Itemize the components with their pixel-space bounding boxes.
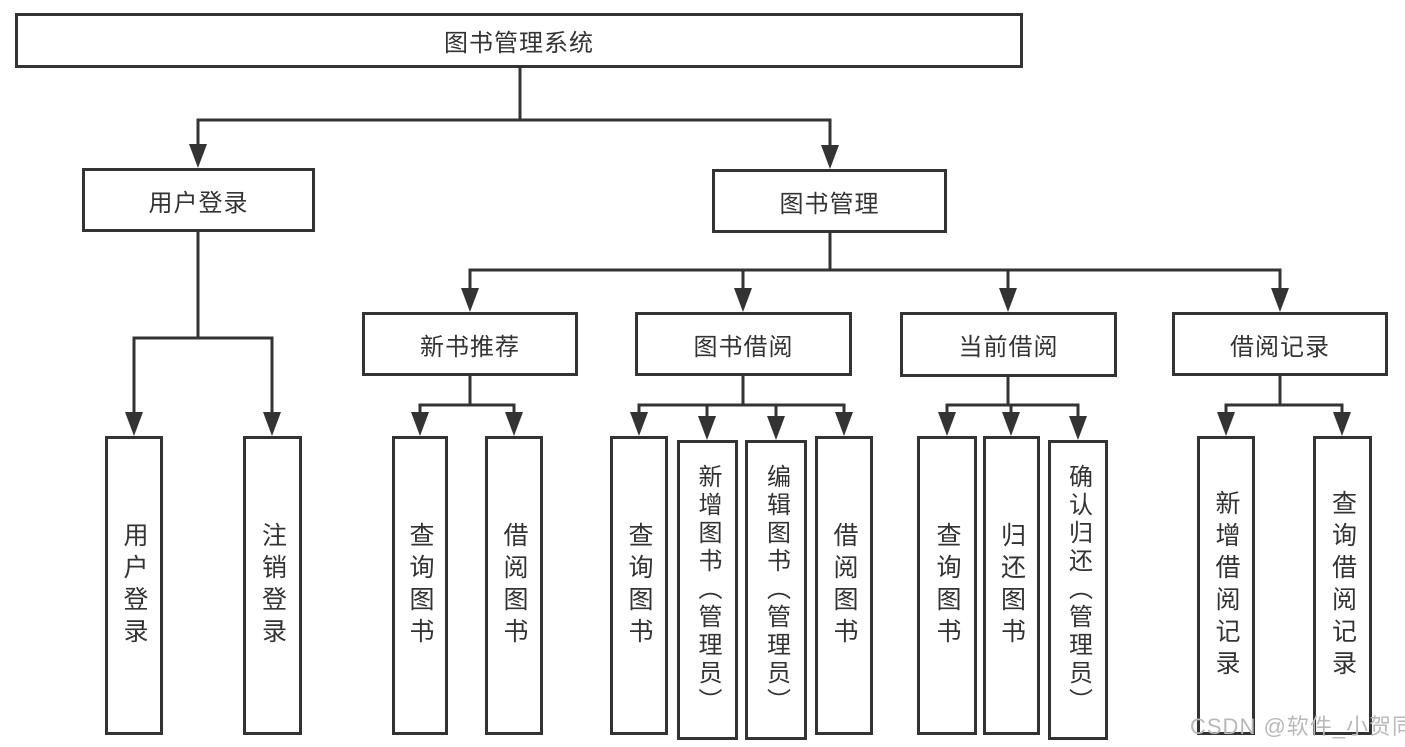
arrowhead: [189, 144, 207, 168]
node-book-management: 图书管理: [712, 169, 947, 233]
node-current-borrowing: 当前借阅: [900, 312, 1117, 377]
arrowhead: [821, 145, 839, 169]
csdn-watermark: CSDN @软件_小贺同学: [1190, 714, 1405, 739]
arrowhead: [1333, 412, 1351, 436]
arrowhead: [1217, 412, 1235, 436]
arrowhead: [767, 416, 785, 440]
arrowhead: [1271, 288, 1289, 312]
node-label: 编辑图书（管理员）: [762, 464, 790, 716]
node-label: 当前借阅: [958, 334, 1059, 361]
arrowhead: [630, 412, 648, 436]
node-label: 图书借阅: [693, 333, 794, 361]
leaf-query-borrow-record: 查询借阅记录: [1313, 436, 1372, 735]
node-label: 查询图书: [933, 521, 961, 650]
arrowhead: [698, 416, 716, 440]
leaf-query-books-2: 查询图书: [610, 436, 668, 735]
node-label: 借阅图书: [500, 521, 528, 650]
node-borrowing-records: 借阅记录: [1172, 312, 1388, 376]
node-label: 图书管理系统: [444, 30, 594, 57]
leaf-edit-books-admin: 编辑图书（管理员）: [745, 440, 807, 740]
leaf-query-books-3: 查询图书: [917, 436, 977, 735]
node-label: 归还图书: [997, 521, 1026, 650]
node-label: 借阅图书: [830, 521, 858, 650]
node-label: 新增借阅记录: [1212, 489, 1240, 682]
node-book-borrowing: 图书借阅: [635, 312, 852, 376]
node-label: 查询借阅记录: [1328, 489, 1357, 682]
leaf-borrow-books-2: 借阅图书: [815, 436, 873, 735]
connector-group: [125, 66, 1351, 440]
arrowhead: [461, 288, 479, 312]
node-label: 借阅记录: [1230, 333, 1330, 361]
node-label: 查询图书: [625, 521, 653, 650]
leaf-add-books-admin: 新增图书（管理员）: [677, 440, 738, 740]
node-label: 确认归还（管理员）: [1064, 464, 1092, 716]
arrowhead: [938, 412, 956, 436]
arrowhead: [263, 412, 281, 436]
node-label: 新书推荐: [420, 333, 520, 361]
arrowhead: [505, 412, 523, 436]
node-label: 用户登录: [120, 521, 148, 650]
arrowhead: [999, 288, 1017, 312]
arrowhead: [734, 288, 752, 312]
leaf-return-books: 归还图书: [983, 436, 1040, 735]
node-label: 查询图书: [406, 521, 434, 650]
leaf-add-borrow-record: 新增借阅记录: [1197, 436, 1255, 735]
node-library-management-system: 图书管理系统: [15, 13, 1023, 68]
node-user-login: 用户登录: [82, 168, 315, 232]
node-label: 用户登录: [148, 189, 249, 217]
arrowhead: [125, 412, 143, 436]
arrowhead: [1069, 416, 1087, 440]
arrowhead: [835, 412, 853, 436]
arrowhead: [1002, 412, 1020, 436]
node-label: 新增图书（管理员）: [694, 464, 721, 716]
leaf-query-books-1: 查询图书: [392, 436, 448, 735]
arrowhead: [411, 412, 429, 436]
leaf-borrow-books-1: 借阅图书: [485, 436, 543, 735]
node-new-book-recommendation: 新书推荐: [362, 312, 578, 376]
leaf-logout: 注销登录: [243, 436, 302, 735]
node-label: 图书管理: [779, 190, 880, 218]
leaf-confirm-return-admin: 确认归还（管理员）: [1048, 440, 1108, 740]
leaf-user-login: 用户登录: [105, 436, 163, 735]
node-label: 注销登录: [258, 521, 287, 650]
